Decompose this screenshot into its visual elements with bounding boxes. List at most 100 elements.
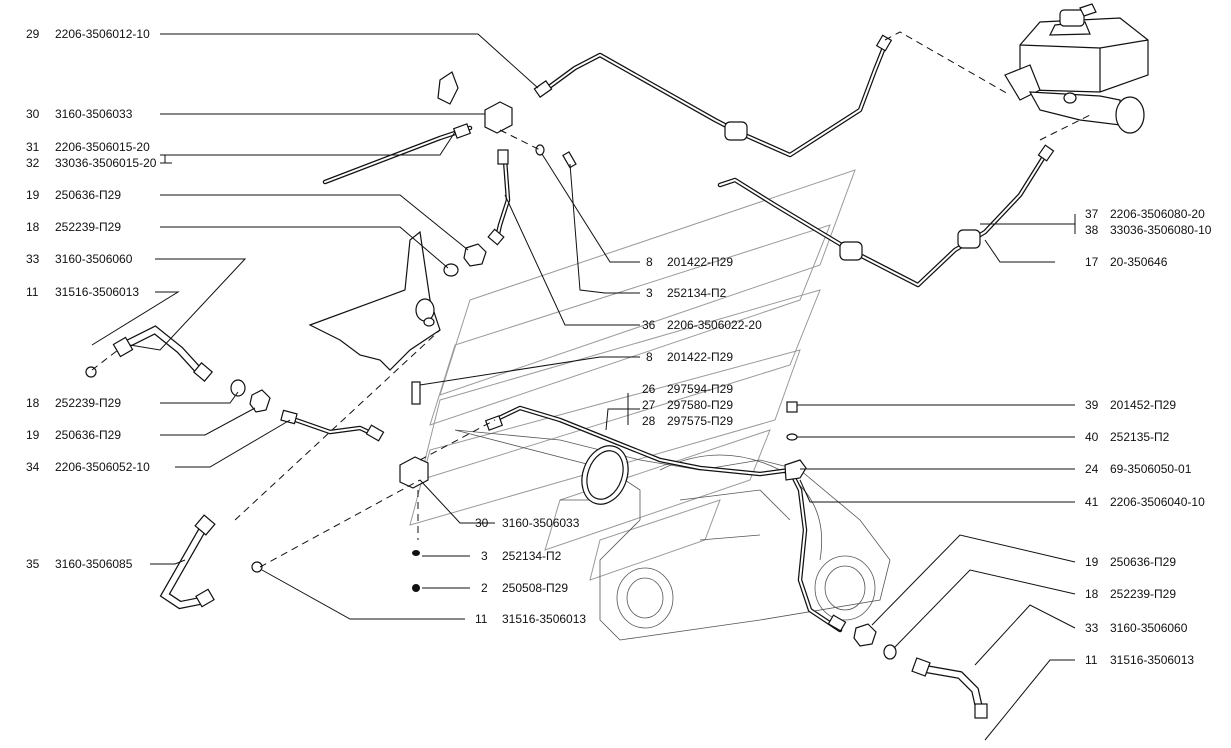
svg-text:18: 18 [1085, 587, 1099, 601]
svg-text:33036-3506015-20: 33036-3506015-20 [55, 156, 157, 170]
svg-text:297580-П29: 297580-П29 [667, 398, 733, 412]
svg-text:2: 2 [481, 581, 488, 595]
svg-text:11: 11 [26, 285, 39, 299]
svg-text:32: 32 [26, 156, 40, 170]
svg-text:3160-3506060: 3160-3506060 [55, 252, 133, 266]
callout-11-label: 11 31516-3506013 [1085, 653, 1194, 667]
svg-text:2206-3506022-20: 2206-3506022-20 [667, 318, 762, 332]
callout-19-label: 19 250636-П29 [26, 428, 121, 442]
svg-text:33: 33 [26, 252, 40, 266]
callout-8-label: 8 201422-П29 [646, 255, 733, 269]
callout-3-label: 3 252134-П2 [481, 549, 562, 563]
callout-3-label: 3 252134-П2 [646, 286, 727, 300]
svg-text:252134-П2: 252134-П2 [667, 286, 727, 300]
callout-36-label: 36 2206-3506022-20 [642, 318, 762, 332]
svg-text:11: 11 [1085, 653, 1098, 667]
callout-33-label: 33 3160-3506060 [26, 252, 133, 266]
svg-text:17: 17 [1085, 255, 1099, 269]
fittings [85, 34, 1055, 719]
svg-text:8: 8 [646, 350, 653, 364]
callout-18-label: 18 252239-П29 [26, 396, 121, 410]
svg-text:35: 35 [26, 557, 40, 571]
callout-30-label: 30 3160-3506033 [26, 107, 133, 121]
svg-text:41: 41 [1085, 495, 1099, 509]
svg-text:250636-П29: 250636-П29 [55, 188, 121, 202]
callout-32-label: 32 33036-3506015-20 [26, 156, 157, 170]
svg-text:201422-П29: 201422-П29 [667, 350, 733, 364]
svg-text:3160-3506085: 3160-3506085 [55, 557, 133, 571]
svg-text:31: 31 [26, 140, 40, 154]
svg-text:19: 19 [26, 188, 40, 202]
svg-text:31516-3506013: 31516-3506013 [502, 612, 586, 626]
leader-lines [91, 33, 1076, 741]
svg-text:24: 24 [1085, 462, 1099, 476]
svg-text:2206-3506040-10: 2206-3506040-10 [1110, 495, 1205, 509]
svg-text:39: 39 [1085, 398, 1099, 412]
svg-text:26: 26 [642, 382, 656, 396]
callout-39-label: 39 201452-П29 [1085, 398, 1176, 412]
svg-text:19: 19 [1085, 555, 1099, 569]
svg-text:33036-3506080-10: 33036-3506080-10 [1110, 223, 1212, 237]
svg-text:33: 33 [1085, 621, 1099, 635]
svg-text:250636-П29: 250636-П29 [1110, 555, 1176, 569]
svg-text:8: 8 [646, 255, 653, 269]
pipe-clips [581, 121, 981, 505]
svg-text:3: 3 [646, 286, 653, 300]
svg-text:250508-П29: 250508-П29 [502, 581, 568, 595]
svg-text:30: 30 [26, 107, 40, 121]
svg-text:18: 18 [26, 396, 40, 410]
callout-17-label: 17 20-350646 [1085, 255, 1168, 269]
svg-text:37: 37 [1085, 207, 1099, 221]
svg-text:11: 11 [475, 612, 488, 626]
svg-text:2206-3506015-20: 2206-3506015-20 [55, 140, 150, 154]
svg-text:29: 29 [26, 27, 40, 41]
svg-text:252239-П29: 252239-П29 [55, 220, 121, 234]
callout-19-label: 19 250636-П29 [1085, 555, 1176, 569]
callout-33-label: 33 3160-3506060 [1085, 621, 1188, 635]
svg-text:3160-3506033: 3160-3506033 [55, 107, 133, 121]
callout-31-label: 31 2206-3506015-20 [26, 140, 150, 154]
mount-bracket [308, 71, 459, 371]
svg-text:3160-3506060: 3160-3506060 [1110, 621, 1188, 635]
svg-text:252239-П29: 252239-П29 [55, 396, 121, 410]
svg-text:250636-П29: 250636-П29 [55, 428, 121, 442]
svg-text:201452-П29: 201452-П29 [1110, 398, 1176, 412]
svg-text:19: 19 [26, 428, 40, 442]
svg-text:3160-3506033: 3160-3506033 [502, 516, 580, 530]
svg-text:20-350646: 20-350646 [1110, 255, 1168, 269]
callout-18-label: 18 252239-П29 [1085, 587, 1176, 601]
svg-text:3: 3 [481, 549, 488, 563]
svg-text:2206-3506052-10: 2206-3506052-10 [55, 460, 150, 474]
watermark-logo [409, 169, 856, 581]
svg-text:36: 36 [642, 318, 656, 332]
svg-text:252134-П2: 252134-П2 [502, 549, 562, 563]
tee-connectors [399, 101, 807, 489]
svg-text:38: 38 [1085, 223, 1099, 237]
callout-35-label: 35 3160-3506085 [26, 557, 133, 571]
svg-text:252135-П2: 252135-П2 [1110, 430, 1170, 444]
callout-2-label: 2 250508-П29 [481, 581, 568, 595]
svg-text:18: 18 [26, 220, 40, 234]
svg-text:28: 28 [642, 414, 656, 428]
callout-40-label: 40 252135-П2 [1085, 430, 1170, 444]
callout-30-label: 30 3160-3506033 [475, 516, 580, 530]
callout-41-label: 41 2206-3506040-10 [1085, 495, 1205, 509]
brake-hoses [121, 325, 984, 716]
callout-18-label: 18 252239-П29 [26, 220, 121, 234]
callout-8-label: 8 201422-П29 [646, 350, 733, 364]
svg-text:27: 27 [642, 398, 656, 412]
callout-26-label: 26 297594-П29 [642, 382, 733, 396]
svg-text:31516-3506013: 31516-3506013 [1110, 653, 1194, 667]
svg-text:297594-П29: 297594-П29 [667, 382, 733, 396]
svg-text:252239-П29: 252239-П29 [1110, 587, 1176, 601]
svg-text:40: 40 [1085, 430, 1099, 444]
svg-text:201422-П29: 201422-П29 [667, 255, 733, 269]
svg-text:30: 30 [475, 516, 489, 530]
